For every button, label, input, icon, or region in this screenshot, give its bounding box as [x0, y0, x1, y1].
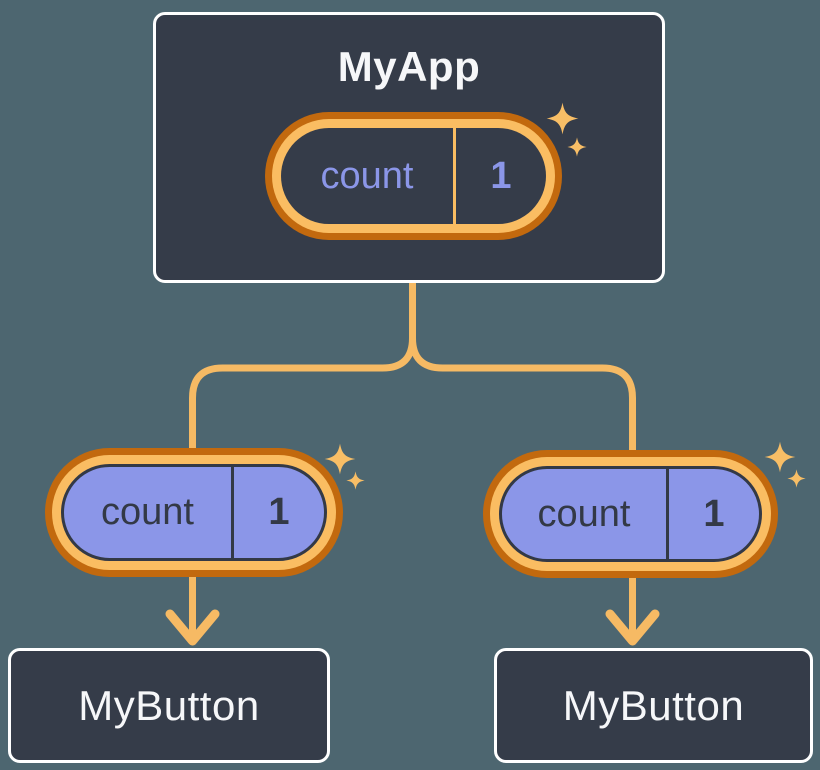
sparkle-icon	[567, 137, 587, 157]
myapp-title: MyApp	[337, 43, 481, 90]
mybutton-node-left: MyButton	[8, 648, 330, 763]
prop-label-right: count	[537, 492, 631, 535]
arrow-down-icon	[165, 609, 220, 646]
mybutton-node-right: MyButton	[494, 648, 813, 763]
sparkle-icon	[324, 443, 356, 475]
prop-value-left: 1	[268, 491, 290, 533]
sparkle-icon	[346, 471, 365, 490]
pill-divider	[231, 467, 234, 558]
state-value: 1	[490, 154, 512, 197]
state-label: count	[320, 154, 414, 197]
prop-pill-left: count 1	[45, 448, 343, 577]
mybutton-title-right: MyButton	[562, 681, 745, 729]
branch-right-line	[409, 280, 636, 640]
prop-label-left: count	[101, 491, 194, 533]
sparkle-icon	[764, 441, 796, 473]
mybutton-title-left: MyButton	[78, 681, 260, 729]
arrow-down-icon	[605, 609, 660, 646]
sparkle-icon	[787, 469, 806, 488]
state-pill: count 1	[265, 112, 562, 240]
pill-divider	[666, 469, 669, 559]
prop-value-right: 1	[703, 492, 725, 535]
pill-divider	[453, 128, 456, 224]
sparkle-icon	[546, 102, 579, 135]
prop-pill-right: count 1	[483, 450, 778, 578]
